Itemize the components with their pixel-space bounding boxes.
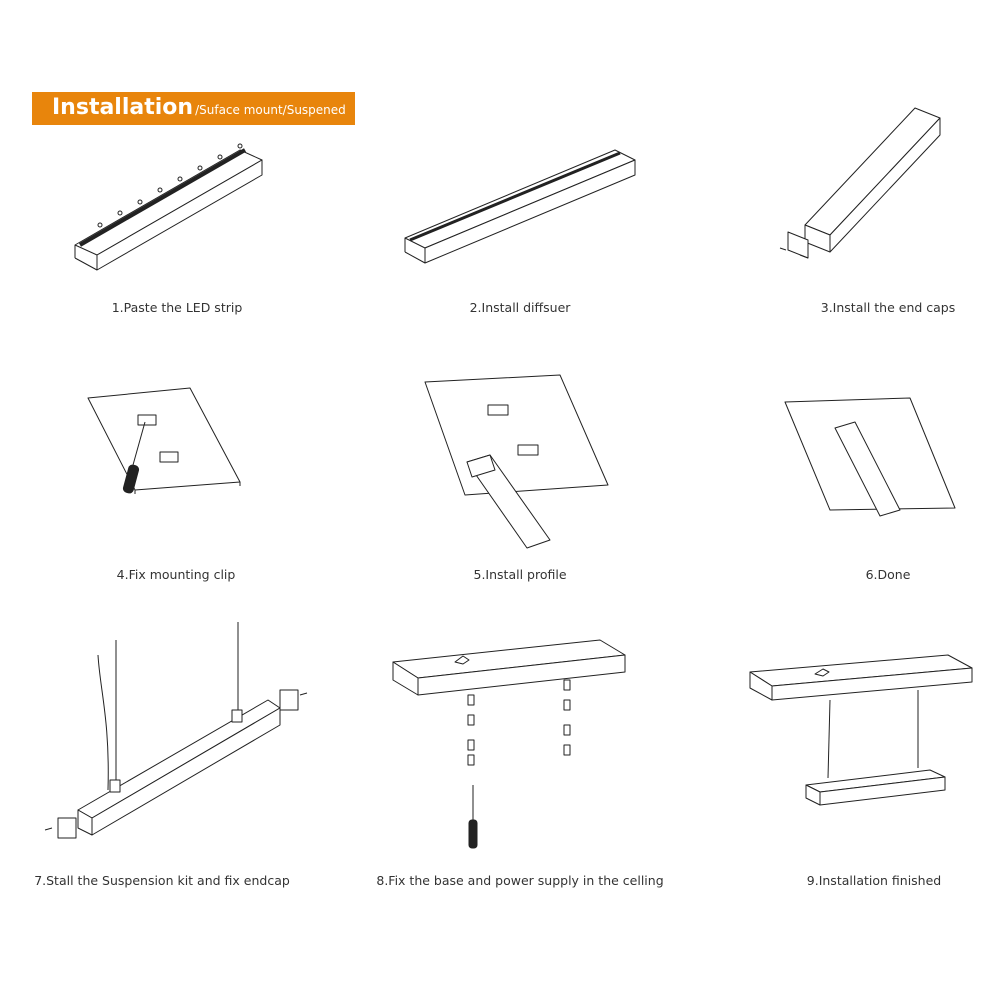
step1-led-strip-illustration [74,143,263,271]
step-caption: 5.Install profile [473,567,567,582]
step-caption: 8.Fix the base and power supply in the c… [376,873,664,888]
step9-installation-finished-illustration [749,654,973,806]
step-caption: 4.Fix mounting clip [116,567,236,582]
step-caption: 1.Paste the LED strip [111,300,243,315]
section-header: Installation /Suface mount/Suspened [32,92,355,125]
step-caption: 7.Stall the Suspension kit and fix endca… [34,873,290,888]
section-subtitle: /Suface mount/Suspened [195,103,346,117]
step-caption: 3.Install the end caps [820,300,956,315]
step4-mounting-clip-illustration [87,387,241,494]
step8-base-power-supply-illustration [392,639,626,849]
step3-end-caps-illustration [779,107,941,259]
step7-suspension-kit-illustration [44,622,308,839]
section-title: Installation [52,95,194,120]
step-caption: 6.Done [865,567,911,582]
step6-done-illustration [784,397,956,517]
step5-install-profile-illustration [424,374,609,549]
step2-diffuser-illustration [404,149,636,264]
step-caption: 2.Install diffsuer [469,300,571,315]
step-caption: 9.Installation finished [806,873,942,888]
